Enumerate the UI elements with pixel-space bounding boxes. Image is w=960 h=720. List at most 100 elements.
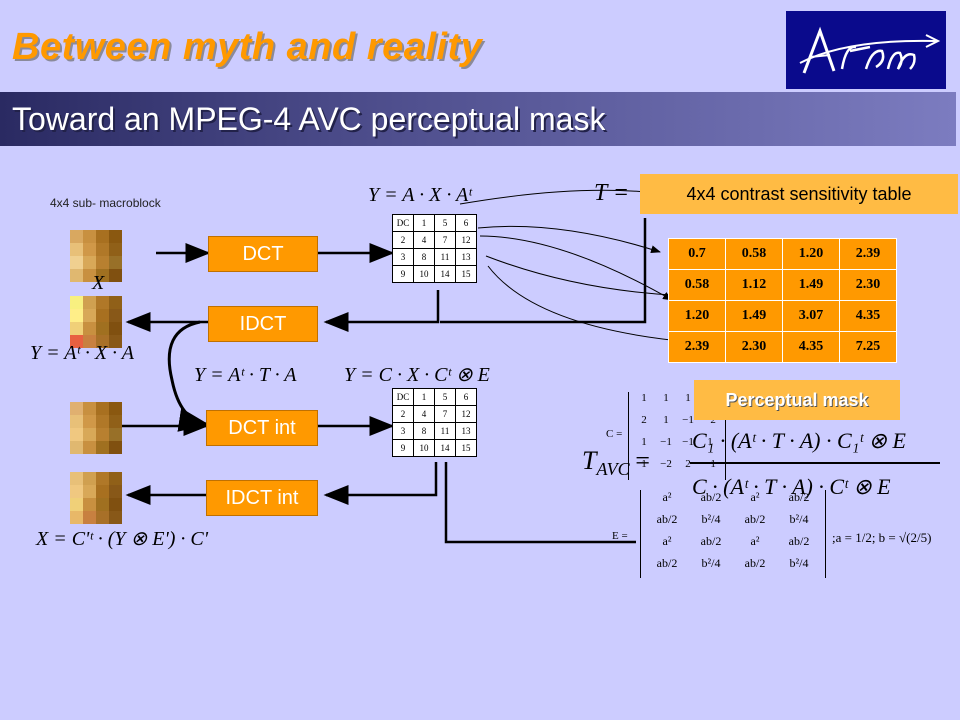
pixel-cell [96, 485, 109, 498]
pixel-cell [70, 415, 83, 428]
matrix-entry: −1 [660, 436, 672, 448]
pixel-cell [83, 230, 96, 243]
matrix-entry: a² [750, 534, 760, 548]
formula-y-inverse: Y = Aᵗ · X · A [30, 342, 134, 364]
matrix-entry: b²/4 [701, 512, 721, 526]
pixel-cell [83, 498, 96, 511]
table-cell: 2.30 [725, 331, 783, 363]
table-cell: 5 [434, 388, 456, 406]
table-cell: 1.20 [668, 300, 726, 332]
pixel-cell [96, 472, 109, 485]
pixel-cell [109, 296, 122, 309]
table-cell: 2.39 [668, 331, 726, 363]
pixel-cell [70, 441, 83, 454]
pixel-cell [109, 230, 122, 243]
pixel-cell [96, 322, 109, 335]
matrix-entry: b²/4 [789, 556, 809, 570]
pixel-cell [83, 269, 96, 282]
logo [786, 11, 946, 89]
pixel-cell [96, 511, 109, 524]
table-cell: 1.12 [725, 269, 783, 301]
pixel-cell [70, 269, 83, 282]
pixel-cell [109, 335, 122, 348]
pixel-cell [83, 511, 96, 524]
subtitle-bar [0, 92, 956, 146]
table-cell: 1 [413, 388, 435, 406]
pixel-cell [109, 269, 122, 282]
formula-y-t: Y = Aᵗ · T · A [194, 364, 297, 386]
matrix-entry: ab/2 [744, 556, 766, 570]
table-cell: 4 [413, 405, 435, 423]
pixel-cell [70, 511, 83, 524]
pixel-cell [70, 485, 83, 498]
pixel-cell [96, 498, 109, 511]
table-cell: 1 [413, 214, 435, 232]
pixel-cell [83, 415, 96, 428]
t-avc-symbol: T [582, 446, 597, 475]
table-cell: 8 [413, 248, 435, 266]
table-cell: 3.07 [782, 300, 840, 332]
matrix-entry: ab/2 [656, 556, 678, 570]
table-cell: 1.20 [782, 238, 840, 270]
pixel-cell [109, 243, 122, 256]
table-cell: 4 [413, 231, 435, 249]
matrix-entry: ab/2 [700, 534, 722, 548]
table-cell: 4.35 [782, 331, 840, 363]
pixel-cell [83, 309, 96, 322]
table-cell: 10 [413, 439, 435, 457]
logo-emblem-icon [799, 26, 941, 74]
table-cell: DC [392, 388, 414, 406]
table-cell: 7 [434, 405, 456, 423]
pixel-block-3 [70, 402, 122, 454]
pixel-cell [96, 296, 109, 309]
pixel-cell [109, 322, 122, 335]
pixel-cell [96, 441, 109, 454]
pixel-cell [96, 243, 109, 256]
matrix-entry: −1 [682, 414, 694, 426]
pixel-cell [109, 472, 122, 485]
pixel-cell [70, 402, 83, 415]
formula-y-int: Y = C · X · Cᵗ ⊗ E [344, 364, 490, 386]
pixel-block-4 [70, 472, 122, 524]
t-avc-equals: = [633, 446, 652, 475]
matrix-entry: a² [662, 534, 672, 548]
table-cell: 13 [455, 248, 477, 266]
table-cell: 14 [434, 265, 456, 283]
pixel-cell [83, 296, 96, 309]
table-cell: 5 [434, 214, 456, 232]
pixel-cell [83, 441, 96, 454]
pixel-cell [109, 402, 122, 415]
pixel-cell [109, 415, 122, 428]
sub-macroblock-label: 4x4 sub- macroblock [50, 196, 161, 210]
table-cell: 4.35 [839, 300, 897, 332]
pixel-cell [83, 428, 96, 441]
dct-int-box: DCT int [206, 410, 318, 446]
pixel-cell [70, 309, 83, 322]
pixel-cell [109, 511, 122, 524]
pixel-cell [83, 472, 96, 485]
pixel-cell [109, 309, 122, 322]
pixel-cell [96, 428, 109, 441]
table-cell: 7 [434, 231, 456, 249]
formula-y-forward: Y = A · X · Aᵗ [368, 184, 472, 206]
pixel-cell [109, 441, 122, 454]
pixel-cell [70, 243, 83, 256]
idct-box: IDCT [208, 306, 318, 342]
table-cell: 9 [392, 439, 414, 457]
pixel-cell [96, 415, 109, 428]
pixel-cell [96, 309, 109, 322]
matrix-entry: −2 [704, 414, 716, 426]
pixel-cell [70, 472, 83, 485]
table-cell: 1.49 [782, 269, 840, 301]
matrix-entry: b²/4 [701, 556, 721, 570]
